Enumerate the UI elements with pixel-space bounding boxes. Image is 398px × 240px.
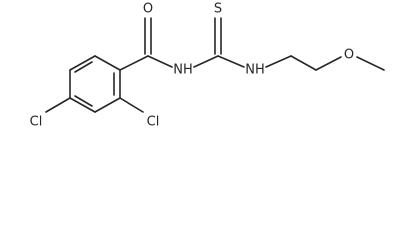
chlorine-para-label: Cl — [30, 115, 43, 130]
ring-to-carbonyl-bond — [119, 55, 149, 71]
ring-double-bond — [74, 95, 93, 107]
amine-nitrogen-label: NH — [245, 63, 265, 78]
atom-label-amine-nitrogen: NH — [245, 63, 265, 78]
benzene-ring — [69, 55, 121, 113]
atom-label-ether-oxygen: O — [344, 48, 354, 63]
nh-to-thiocarbonyl-bond — [193, 55, 219, 68]
oxygen-to-methyl-bond — [356, 56, 385, 71]
ethyl-bond — [290, 55, 317, 71]
chemical-structure-diagram: O S NH NH O Cl Cl — [30, 2, 385, 130]
ring-double-bond — [74, 61, 93, 73]
ring-bond — [94, 97, 121, 113]
nh-to-ethyl-bond — [265, 55, 292, 68]
atom-label-amide-nitrogen: NH — [173, 63, 193, 78]
amide-nitrogen-label: NH — [173, 63, 193, 78]
atom-label-chlorine-ortho: Cl — [147, 115, 160, 130]
atom-label-carbonyl-oxygen: O — [143, 2, 153, 17]
atom-label-thione-sulfur: S — [214, 2, 222, 17]
ring-to-chlorine-bond — [45, 97, 71, 113]
ring-to-chlorine-bond — [119, 97, 144, 113]
ring-bond — [94, 55, 121, 71]
ring-bond — [69, 97, 96, 113]
thione-sulfur-label: S — [214, 2, 222, 17]
carbonyl-to-nh-bond — [147, 55, 173, 68]
ring-bond — [69, 55, 96, 71]
carbonyl-oxygen-label: O — [143, 2, 153, 17]
chlorine-ortho-label: Cl — [147, 115, 160, 130]
atom-label-chlorine-para: Cl — [30, 115, 43, 130]
ethyl-to-oxygen-bond — [315, 56, 342, 71]
thiocarbonyl-to-nh-bond — [217, 55, 245, 68]
ether-oxygen-label: O — [344, 48, 354, 63]
